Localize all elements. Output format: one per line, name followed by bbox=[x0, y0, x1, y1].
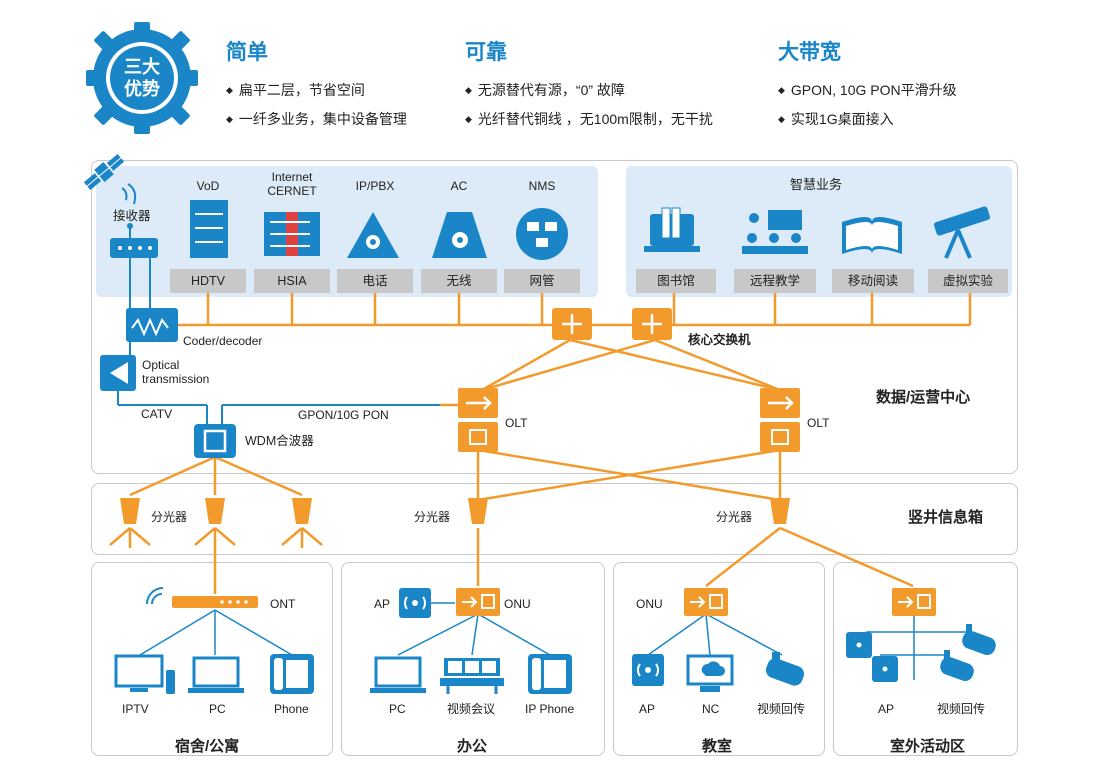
nc-icon bbox=[686, 654, 734, 692]
ont-label: ONT bbox=[270, 597, 296, 611]
wdm-label: WDM合波器 bbox=[245, 434, 314, 448]
firewall-icon bbox=[264, 212, 320, 256]
service-top-label: NMS bbox=[528, 179, 556, 193]
laptop-icon bbox=[370, 656, 426, 693]
zone-title-outdoor: 室外活动区 bbox=[890, 738, 966, 755]
ont-icon bbox=[172, 596, 258, 608]
feature-title-reliable: 可靠 bbox=[465, 41, 507, 64]
feature-title-bandwidth: 大带宽 bbox=[778, 41, 841, 64]
feature-bullet: 光纤替代铜线 ，无100m限制，无干扰 bbox=[465, 109, 713, 129]
zone-title-dorm: 宿舍/公寓 bbox=[175, 738, 240, 755]
olt-label-left: OLT bbox=[505, 416, 528, 430]
device-label-ap: AP bbox=[878, 702, 895, 716]
ap-icon bbox=[399, 588, 431, 618]
pc-icon bbox=[188, 656, 244, 693]
coder-decoder-icon bbox=[126, 308, 178, 342]
optical-transmission-icon bbox=[100, 355, 136, 391]
splitter-icon bbox=[120, 498, 790, 524]
smart-box-library: 图书馆 bbox=[636, 269, 716, 293]
receiver-label: 接收器 bbox=[113, 209, 151, 223]
badge-line-1: 三大 bbox=[124, 57, 160, 77]
service-top-label: IP/PBX bbox=[355, 179, 395, 193]
telescope-icon bbox=[933, 206, 991, 259]
feature-bullet: GPON, 10G PON平滑升级 bbox=[778, 80, 957, 100]
tv-icon bbox=[114, 654, 175, 694]
ap-label: AP bbox=[374, 597, 391, 611]
satellite-icon bbox=[83, 154, 125, 190]
splitter-label: 分光器 bbox=[414, 510, 451, 524]
onu-label: ONU bbox=[504, 597, 531, 611]
onu-label: ONU bbox=[636, 597, 663, 611]
service-box-wireless: 无线 bbox=[421, 269, 497, 293]
server-icon bbox=[190, 200, 228, 258]
access-controller-icon bbox=[432, 212, 487, 258]
camera-icon bbox=[765, 652, 805, 686]
device-label-video-backhaul: 视频回传 bbox=[757, 702, 806, 716]
phone-icon bbox=[270, 654, 314, 694]
onu-icon bbox=[892, 588, 936, 616]
device-label-phone: Phone bbox=[274, 702, 309, 716]
library-icon bbox=[644, 207, 700, 252]
device-label-ap: AP bbox=[639, 702, 656, 716]
receiver-icon bbox=[110, 223, 158, 258]
splitter-label: 分光器 bbox=[151, 510, 188, 524]
device-label-pc: PC bbox=[209, 702, 226, 716]
smart-box-remote-teaching: 远程教学 bbox=[734, 269, 816, 293]
service-top-label: AC bbox=[450, 179, 468, 193]
smart-services-title: 智慧业务 bbox=[790, 177, 843, 192]
datacenter-title: 数据/运营中心 bbox=[876, 389, 971, 406]
feature-bullet: 扁平二层，节省空间 bbox=[226, 80, 365, 100]
feature-bullet: 无源替代有源，“0” 故障 bbox=[465, 80, 625, 100]
ap-icon bbox=[632, 654, 664, 686]
shaft-title: 竖井信息箱 bbox=[908, 509, 984, 526]
zone-title-classroom: 教室 bbox=[702, 738, 733, 755]
service-top-label: Internet CERNET bbox=[267, 170, 317, 198]
video-conference-icon bbox=[440, 658, 504, 694]
zone-title-office: 办公 bbox=[457, 738, 488, 755]
smart-box-virtual-lab: 虚拟实验 bbox=[928, 269, 1008, 293]
device-label-nc: NC bbox=[702, 702, 720, 716]
shaft-panel bbox=[91, 483, 1018, 555]
service-box-nms: 网管 bbox=[504, 269, 580, 293]
core-switch-icon bbox=[552, 308, 672, 340]
olt-label-right: OLT bbox=[807, 416, 830, 430]
coder-decoder-label: Coder/decoder bbox=[183, 334, 263, 348]
camera-icon bbox=[940, 624, 996, 682]
remote-teaching-icon bbox=[742, 210, 808, 254]
wdm-icon bbox=[194, 424, 236, 458]
device-label-iptv: IPTV bbox=[122, 702, 149, 716]
device-label-video-conference: 视频会议 bbox=[447, 702, 496, 716]
splitter-label: 分光器 bbox=[716, 510, 753, 524]
catv-label: CATV bbox=[141, 407, 173, 421]
network-management-icon bbox=[516, 208, 568, 260]
onu-icon bbox=[684, 588, 728, 616]
service-box-phone: 电话 bbox=[337, 269, 413, 293]
ip-phone-icon bbox=[528, 654, 572, 694]
service-top-label: VoD bbox=[196, 179, 220, 193]
ip-pbx-icon bbox=[347, 212, 399, 258]
mobile-reading-icon bbox=[842, 217, 902, 254]
badge-gear-icon bbox=[86, 22, 198, 134]
service-box-hdtv: HDTV bbox=[170, 269, 246, 293]
optical-transmission-label: Optical transmission bbox=[142, 358, 210, 386]
device-label-pc: PC bbox=[389, 702, 406, 716]
feature-bullet: 一纤多业务，集中设备管理 bbox=[226, 109, 407, 129]
olt-icon bbox=[458, 388, 800, 452]
ap-icon bbox=[846, 632, 898, 682]
advantages-badge: 三大 优势 bbox=[110, 56, 174, 100]
feature-bullet: 实现1G桌面接入 bbox=[778, 109, 894, 129]
gpon-label: GPON/10G PON bbox=[298, 408, 389, 422]
service-box-hsia: HSIA bbox=[254, 269, 330, 293]
badge-line-2: 优势 bbox=[124, 79, 160, 99]
device-label-ip-phone: IP Phone bbox=[525, 702, 575, 716]
feature-title-simple: 简单 bbox=[226, 41, 268, 64]
onu-icon bbox=[456, 588, 500, 616]
device-label-video-backhaul: 视频回传 bbox=[937, 702, 986, 716]
smart-box-mobile-reading: 移动阅读 bbox=[832, 269, 914, 293]
wifi-icon bbox=[146, 587, 164, 605]
core-switch-label: 核心交换机 bbox=[688, 333, 751, 347]
